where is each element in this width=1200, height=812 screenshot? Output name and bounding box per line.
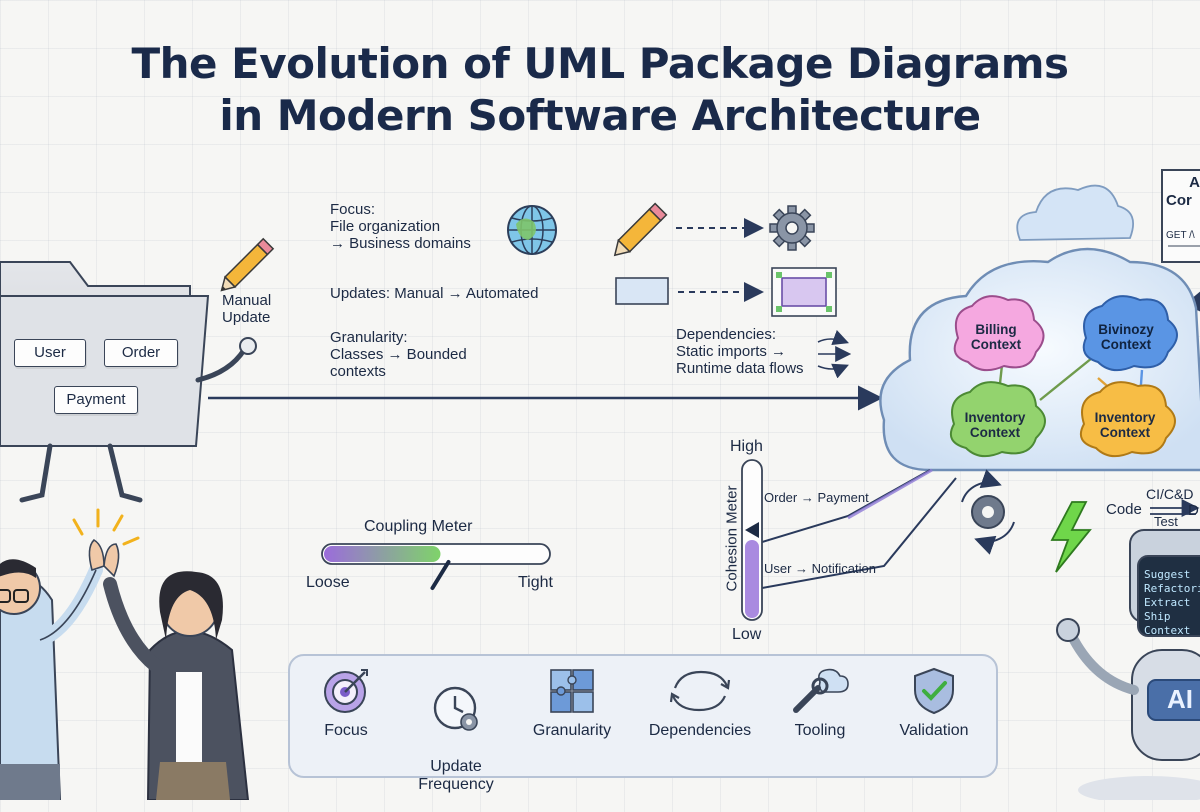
panel-label-tooling: Tooling xyxy=(794,722,846,739)
gear-icon xyxy=(769,205,815,251)
ai-screen-line-1: Suggest xyxy=(1144,568,1191,581)
lightning-icon xyxy=(1050,501,1092,573)
folder-character xyxy=(0,261,257,503)
coupling-meter-title: Coupling Meter xyxy=(364,518,473,535)
ai-screen-line-4: Context xyxy=(1144,624,1191,637)
bivinozy-context-blob xyxy=(1082,295,1178,372)
api-doc-icon xyxy=(1161,169,1200,263)
coupling-loose-label: Loose xyxy=(306,574,350,591)
billing-context-label: Billing Context xyxy=(970,322,1022,352)
cohesion-low-label: Low xyxy=(732,626,762,643)
package-payment: Payment xyxy=(54,386,138,414)
api-doc-line-3: GET /\ xyxy=(1166,230,1195,241)
inventory-context-blob-2 xyxy=(1080,381,1176,458)
gear-cycle-icon xyxy=(961,469,1015,555)
page-title: The Evolution of UML Package Diagrams in… xyxy=(0,38,1200,142)
spark-lines xyxy=(72,508,140,546)
dependencies-text: Dependencies: Static imports → Runtime d… xyxy=(676,326,804,377)
puzzle-icon xyxy=(550,669,594,713)
title-line-1: The Evolution of UML Package Diagrams xyxy=(131,39,1069,88)
panel-item-validation: Validation xyxy=(878,656,990,740)
inventory-context-label-1: Inventory Context xyxy=(964,410,1026,440)
inventory-context-label-2: Inventory Context xyxy=(1094,410,1156,440)
ai-badge: AI xyxy=(1167,684,1193,714)
flow-order-payment: Order → Payment xyxy=(764,490,869,505)
cicd-test-label: Test xyxy=(1154,514,1178,529)
updates-text: Updates: Manual → Automated xyxy=(330,285,539,302)
ai-screen-line-2: Refactoring xyxy=(1144,582,1200,595)
api-doc-line-2: Cor xyxy=(1166,192,1192,209)
api-doc-line-1: A xyxy=(1189,174,1200,191)
package-order: Order xyxy=(104,339,178,367)
ai-screen-line-3: Extract Ship xyxy=(1144,596,1191,623)
ai-screen-text: Suggest Refactoring Extract Ship Context xyxy=(1144,568,1200,638)
panel-label-validation: Validation xyxy=(899,722,969,739)
woman-figure xyxy=(103,571,250,800)
panel-item-dependencies: Dependencies xyxy=(640,656,760,740)
cicd-next-label: D xyxy=(1188,502,1199,519)
shield-check-icon xyxy=(914,667,954,715)
automated-frame-icon xyxy=(771,267,837,317)
coupling-needle xyxy=(430,560,451,590)
high-five-hands xyxy=(88,538,120,578)
wrench-cloud-icon xyxy=(793,668,849,713)
clock-gear-icon xyxy=(433,686,478,731)
small-cloud-icon xyxy=(1016,184,1134,241)
panel-item-granularity: Granularity xyxy=(516,656,628,740)
cohesion-meter-title: Cohesion Meter xyxy=(723,485,741,592)
title-line-2: in Modern Software Architecture xyxy=(219,91,981,140)
cohesion-high-label: High xyxy=(730,438,763,455)
cycle-arrows-icon xyxy=(669,670,731,712)
cicd-label: CI/C&D xyxy=(1146,486,1194,502)
package-user: User xyxy=(14,339,86,367)
pencil-icon xyxy=(220,237,275,292)
billing-context-blob xyxy=(953,295,1045,372)
manual-box-icon xyxy=(615,277,669,305)
man-figure xyxy=(0,559,103,800)
data-flow-icon xyxy=(817,330,852,379)
panel-item-focus: Focus xyxy=(290,656,402,740)
inventory-context-blob-1 xyxy=(950,381,1046,458)
coupling-meter-track xyxy=(321,543,551,565)
focus-text: Focus: File organization → Business doma… xyxy=(330,201,471,252)
panel-label-update-frequency: Update Frequency xyxy=(418,758,494,793)
manual-update-label: Manual Update xyxy=(222,292,272,326)
ai-robot xyxy=(1056,529,1200,800)
cicd-code-label: Code xyxy=(1106,501,1142,518)
panel-label-dependencies: Dependencies xyxy=(648,722,752,739)
cohesion-meter-track xyxy=(741,459,763,621)
granularity-text: Granularity: Classes → Bounded contexts xyxy=(330,329,467,380)
bivinozy-context-label: Bivinozy Context xyxy=(1098,322,1154,352)
globe-icon xyxy=(507,205,557,255)
panel-item-update-frequency: Update Frequency xyxy=(400,656,512,812)
flow-user-notification: User → Notification xyxy=(764,561,876,576)
panel-item-tooling: Tooling xyxy=(764,656,876,740)
pencil-icon-2 xyxy=(613,202,668,257)
panel-label-granularity: Granularity xyxy=(532,722,612,739)
aspects-panel: Focus Update Frequency Granularity xyxy=(288,654,998,793)
panel-label-focus: Focus xyxy=(324,722,368,739)
target-icon xyxy=(324,669,368,713)
api-doc-text: A Cor GET /\ xyxy=(1166,174,1200,242)
coupling-tight-label: Tight xyxy=(518,574,553,591)
